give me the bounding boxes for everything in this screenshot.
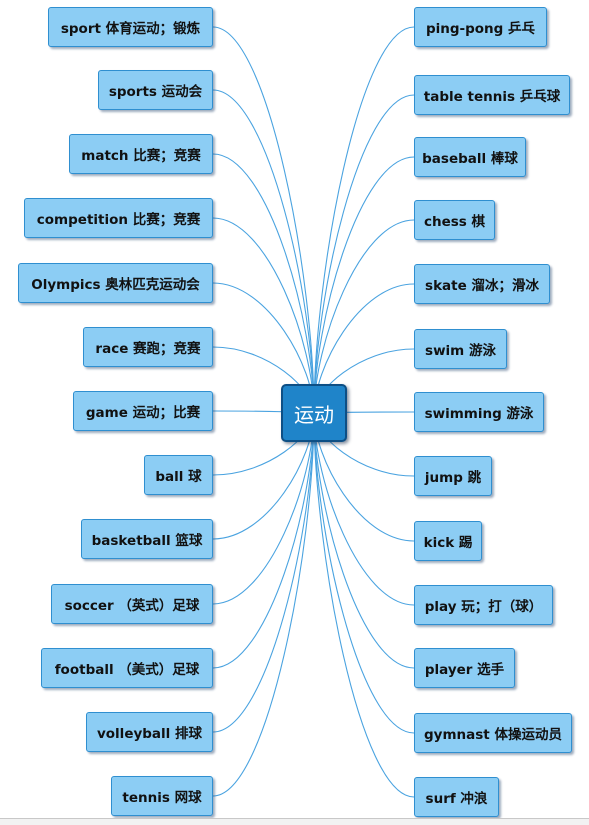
left-node-football: football （美式）足球 <box>41 648 213 688</box>
node-label: tennis 网球 <box>122 790 202 806</box>
left-node-tennis: tennis 网球 <box>111 776 213 816</box>
node-label: baseball 棒球 <box>422 151 518 167</box>
right-node-table-tennis: table tennis 乒乓球 <box>414 75 570 115</box>
node-label: gymnast 体操运动员 <box>424 727 562 743</box>
left-node-match: match 比赛；竞赛 <box>69 134 213 174</box>
right-node-surf: surf 冲浪 <box>414 777 499 817</box>
center-node: 运动 <box>281 384 347 442</box>
left-node-race: race 赛跑；竞赛 <box>83 327 213 367</box>
connector-line <box>212 412 315 797</box>
connector-line <box>212 153 315 414</box>
left-node-sports: sports 运动会 <box>98 70 213 110</box>
connector-line <box>313 412 415 734</box>
node-label: soccer （英式）足球 <box>64 598 200 614</box>
node-label: swimming 游泳 <box>424 406 534 422</box>
connector-line <box>313 26 415 414</box>
right-node-jump: jump 跳 <box>414 456 492 496</box>
connector-line <box>313 412 415 669</box>
node-label: volleyball 排球 <box>96 726 202 742</box>
right-node-play: play 玩；打（球） <box>414 585 553 625</box>
node-label: skate 溜冰；滑冰 <box>425 278 539 294</box>
right-node-chess: chess 棋 <box>414 200 495 240</box>
page-bottom-edge <box>0 818 589 825</box>
connector-line <box>313 156 415 414</box>
node-label: surf 冲浪 <box>425 791 488 807</box>
right-node-kick: kick 踢 <box>414 521 482 561</box>
left-node-soccer: soccer （英式）足球 <box>51 584 213 624</box>
node-label: sports 运动会 <box>108 84 203 100</box>
right-node-gymnast: gymnast 体操运动员 <box>414 713 572 753</box>
right-node-player: player 选手 <box>414 648 515 688</box>
left-node-game: game 运动；比赛 <box>73 391 213 431</box>
node-label: match 比赛；竞赛 <box>81 148 201 164</box>
left-node-olympics: Olympics 奥林匹克运动会 <box>18 263 213 303</box>
node-label: jump 跳 <box>424 470 482 486</box>
left-node-volleyball: volleyball 排球 <box>86 712 213 752</box>
connector-line <box>212 26 315 414</box>
left-node-basketball: basketball 篮球 <box>81 519 213 559</box>
node-label: race 赛跑；竞赛 <box>95 341 201 357</box>
node-label: Olympics 奥林匹克运动会 <box>31 277 200 293</box>
right-node-skate: skate 溜冰；滑冰 <box>414 264 550 304</box>
node-label: ping-pong 乒乓 <box>425 21 536 37</box>
node-label: competition 比赛；竞赛 <box>36 212 201 228</box>
node-label: sport 体育运动；锻炼 <box>60 21 201 37</box>
node-label: table tennis 乒乓球 <box>423 89 561 105</box>
node-label: chess 棋 <box>423 214 486 230</box>
connector-line <box>212 89 315 414</box>
node-label: kick 踢 <box>423 535 473 551</box>
node-label: game 运动；比赛 <box>85 405 201 421</box>
connector-line <box>313 94 415 414</box>
connector-line <box>313 412 415 798</box>
connector-line <box>212 412 315 669</box>
connector-line <box>212 412 315 733</box>
center-node-label: 运动 <box>294 402 334 427</box>
node-label: football （美式）足球 <box>54 662 200 678</box>
left-node-sport: sport 体育运动；锻炼 <box>48 7 213 47</box>
node-label: basketball 篮球 <box>91 533 203 549</box>
node-label: ball 球 <box>155 469 202 485</box>
right-node-baseball: baseball 棒球 <box>414 137 526 177</box>
right-node-swimming: swimming 游泳 <box>414 392 544 432</box>
node-label: player 选手 <box>424 662 505 678</box>
node-label: swim 游泳 <box>425 343 496 359</box>
left-node-competition: competition 比赛；竞赛 <box>24 198 213 238</box>
left-node-ball: ball 球 <box>144 455 213 495</box>
node-label: play 玩；打（球） <box>424 599 543 615</box>
right-node-ping-pong: ping-pong 乒乓 <box>414 7 547 47</box>
right-node-swim: swim 游泳 <box>414 329 507 369</box>
